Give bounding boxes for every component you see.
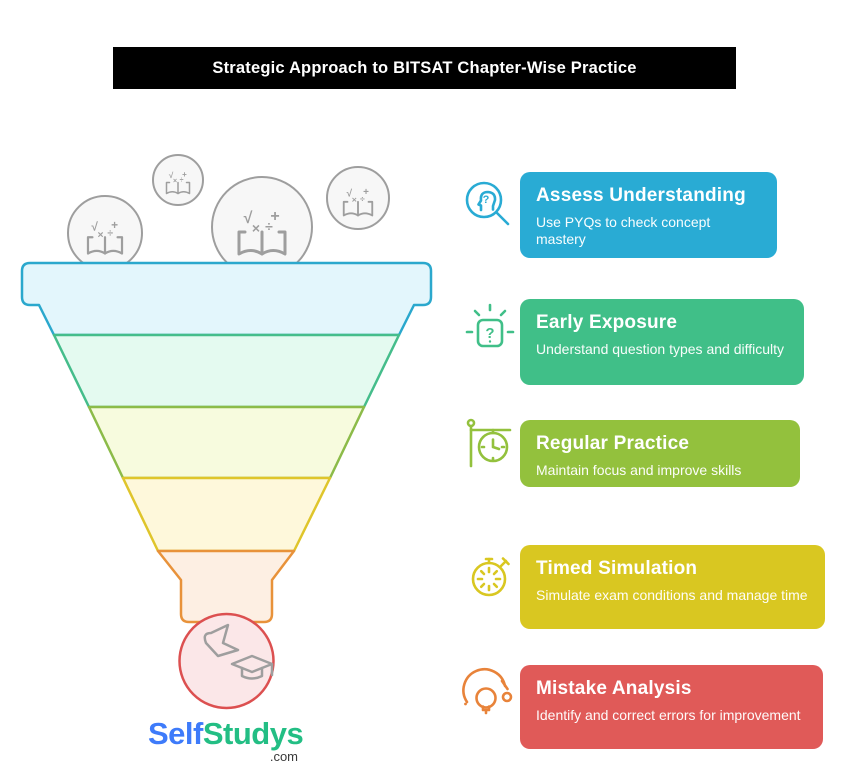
funnel-stage-1 — [20, 261, 433, 337]
step-description: Identify and correct errors for improvem… — [536, 707, 801, 723]
svg-text:?: ? — [485, 325, 494, 342]
step-description: Understand question types and difficulty — [536, 341, 785, 357]
step-title: Mistake Analysis — [536, 678, 692, 699]
step-title: Timed Simulation — [536, 558, 698, 579]
bubble-circle — [152, 154, 204, 206]
title-bar: Strategic Approach to BITSAT Chapter-Wis… — [113, 47, 736, 89]
funnel-stage-3 — [87, 405, 366, 480]
logo-part-studys: Studys — [202, 716, 304, 751]
step-description: Maintain focus and improve skills — [536, 462, 742, 478]
step-card-timed-simulation: Timed Simulation Simulate exam condition… — [520, 545, 825, 629]
selfstudys-logo: SelfStudys .com — [148, 716, 304, 764]
svg-text:?: ? — [483, 194, 490, 206]
funnel-stage-2 — [52, 333, 401, 409]
step-card-early-exposure: Early Exposure Understand question types… — [520, 299, 804, 385]
bubble-circle — [67, 195, 143, 271]
step-card-regular-practice: Regular Practice Maintain focus and impr… — [520, 420, 800, 487]
funnel-stage-4 — [121, 476, 332, 553]
step-card-mistake-analysis: Mistake Analysis Identify and correct er… — [520, 665, 823, 749]
funnel-output-circle — [178, 612, 275, 710]
step-description: Simulate exam conditions and manage time — [536, 587, 808, 603]
logo-wordmark: SelfStudys — [148, 716, 304, 752]
step-title: Early Exposure — [536, 312, 678, 333]
stopwatch-icon — [462, 546, 518, 607]
funnel-graphic: √ + × ÷ — [20, 154, 433, 710]
bubble-circle — [326, 166, 390, 230]
funnel-stages — [20, 261, 433, 710]
flag-graduation-cap-icon — [203, 623, 274, 680]
question-card-icon: ? — [462, 300, 518, 363]
logo-part-self: Self — [148, 716, 203, 751]
step-card-assess-understanding: Assess Understanding Use PYQs to check c… — [520, 172, 777, 258]
step-title: Regular Practice — [536, 433, 690, 454]
hanging-clock-icon — [462, 416, 518, 477]
chapter-bubbles — [67, 154, 390, 278]
magnifier-head-icon: ? — [460, 178, 518, 239]
logo-suffix: .com — [269, 749, 298, 764]
funnel-spout — [156, 549, 296, 624]
page-title: Strategic Approach to BITSAT Chapter-Wis… — [212, 58, 637, 77]
bulb-discovery-icon — [459, 662, 517, 723]
step-description: Use PYQs to check concept mastery — [536, 214, 711, 248]
step-title: Assess Understanding — [536, 185, 746, 206]
